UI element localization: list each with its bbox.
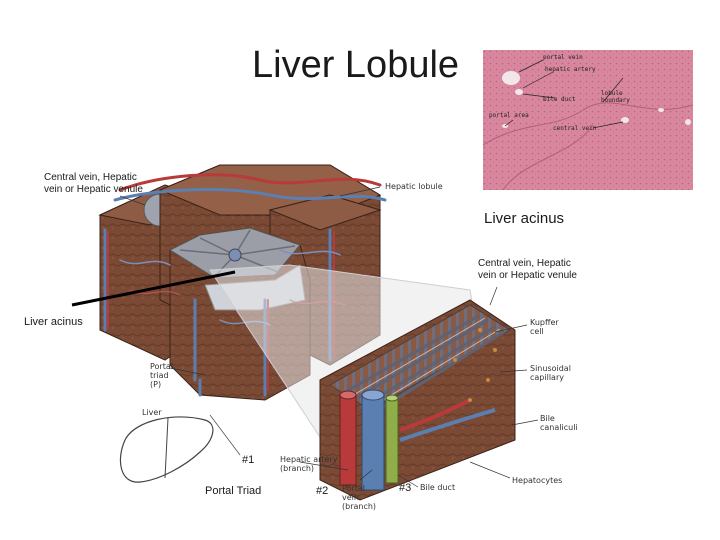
fig-label-bile-duct: Bile duct: [420, 483, 456, 492]
liver-outline-icon: [119, 414, 241, 483]
micro-label-portal-area: portal area: [489, 112, 529, 119]
fig-label-liver: Liver: [142, 408, 162, 417]
micro-label-lobule-boundary: lobule boundary: [601, 90, 630, 104]
fig-label-portal-vein: Portal vein (branch): [342, 484, 377, 511]
micro-label-central-vein: central vein: [553, 125, 597, 132]
label-number-1: #1: [242, 454, 255, 466]
fig-label-sinusoidal-capillary: Sinusoidal capillary: [530, 364, 571, 382]
label-central-vein-left: Central vein, Hepatic vein or Hepatic ve…: [44, 172, 143, 195]
fig-label-hepatic-artery: Hepatic artery (branch): [280, 455, 338, 473]
histology-micrograph: portal vein hepatic artery bile duct lob…: [483, 50, 693, 190]
label-central-vein-right: Central vein, Hepatic vein or Hepatic ve…: [478, 258, 577, 281]
slide-title: Liver Lobule: [252, 44, 460, 86]
fig-label-hepatic-lobule: Hepatic lobule: [385, 182, 443, 191]
label-liver-acinus-right: Liver acinus: [484, 210, 565, 227]
fig-label-portal-triad: Portal triad (P): [150, 362, 173, 389]
liver-acinus-pointer: [71, 270, 236, 307]
micrograph-image: [483, 50, 693, 190]
micro-label-hepatic-artery: hepatic artery: [545, 66, 596, 73]
label-liver-acinus-left: Liver acinus: [24, 316, 83, 328]
portal-triad-vessels: [339, 389, 496, 491]
leader-lines: [119, 186, 539, 488]
fig-label-kupffer-cell: Kupffer cell: [530, 318, 559, 336]
label-portal-triad: Portal Triad: [205, 485, 262, 497]
micro-label-portal-vein: portal vein: [543, 54, 583, 61]
fig-label-hepatocytes: Hepatocytes: [512, 476, 563, 485]
micro-label-bile-duct: bile duct: [543, 96, 576, 103]
label-number-2: #2: [316, 485, 329, 497]
label-number-3: #3: [399, 482, 412, 494]
fig-label-bile-canaliculi: Bile canaliculi: [540, 414, 578, 432]
kupffer-cells: [453, 328, 497, 402]
